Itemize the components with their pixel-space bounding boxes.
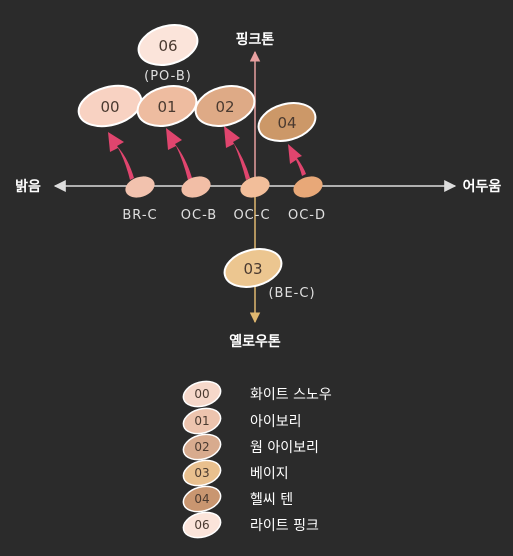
axis-point-oc-c [240,176,270,198]
axis-point-label: OC-D [288,208,326,223]
legend-swatch-06 [182,511,222,539]
shade-04-code: 04 [277,114,296,132]
axis-point-label: BR-C [122,208,157,223]
legend-swatch-03 [182,459,222,487]
legend-item: 06 라이트 핑크 [182,511,319,539]
shade-06-code: 06 [158,37,177,55]
shade-03-sub: (BE-C) [268,286,315,301]
shade-01-oval [136,85,198,127]
axis-point-oc-b [181,176,211,198]
shade-02-oval [194,85,256,127]
axis-point-label: OC-B [181,208,217,223]
axis-point-br-c [125,176,155,198]
shade-06-oval [137,24,199,66]
legend-label: 헬씨 텐 [250,492,293,508]
shade-00-code: 00 [100,98,119,116]
shade-06-sub: (PO-B) [144,69,192,84]
legend-code: 01 [194,414,209,428]
legend-item: 00 화이트 스노우 [182,380,332,408]
axis-label-bottom: 옐로우톤 [229,334,281,350]
pink-arrows [108,126,306,180]
axis-point-oc-d [293,176,323,198]
legend-item: 02 웜 아이보리 [182,433,319,461]
shade-03-oval [223,248,283,288]
axis-point-label: OC-C [233,208,270,223]
arrow-br-c-to-00 [108,132,134,180]
legend: 00 화이트 스노우 01 아이보리 02 웜 아이보리 03 베이지 04 헬… [182,380,332,539]
axis-points [125,176,323,198]
legend-code: 02 [194,440,209,454]
shade-04-oval [257,102,317,142]
legend-code: 06 [194,518,209,532]
arrow-oc-c-to-02 [224,126,250,180]
axis-label-left: 밝음 [15,178,41,195]
legend-item: 04 헬씨 텐 [182,485,293,513]
shade-04: 04 [257,102,317,142]
shade-00: 00 [77,84,143,128]
shade-03: 03 [223,248,283,288]
shade-06: 06 [137,24,199,66]
shade-01: 01 [136,85,198,127]
axis-label-top: 핑크톤 [236,31,275,48]
legend-swatch-02 [182,433,222,461]
arrow-oc-d-to-04 [288,144,306,176]
shade-01-code: 01 [157,98,176,116]
legend-label: 라이트 핑크 [250,518,319,534]
shade-00-oval [77,84,143,128]
legend-code: 03 [194,466,209,480]
legend-code: 04 [194,492,209,506]
legend-swatch-00 [182,380,222,408]
legend-label: 웜 아이보리 [250,440,319,456]
shade-02-code: 02 [215,98,234,116]
legend-item: 03 베이지 [182,459,289,487]
axis-label-right: 어두움 [463,178,502,195]
legend-label: 화이트 스노우 [250,387,332,403]
shade-03-code: 03 [243,260,262,278]
legend-swatch-01 [182,407,222,435]
legend-item: 01 아이보리 [182,407,302,435]
shade-02: 02 [194,85,256,127]
legend-swatch-04 [182,485,222,513]
legend-code: 00 [194,387,209,401]
arrow-oc-b-to-01 [166,128,192,180]
legend-label: 아이보리 [250,414,302,430]
legend-label: 베이지 [250,466,289,482]
